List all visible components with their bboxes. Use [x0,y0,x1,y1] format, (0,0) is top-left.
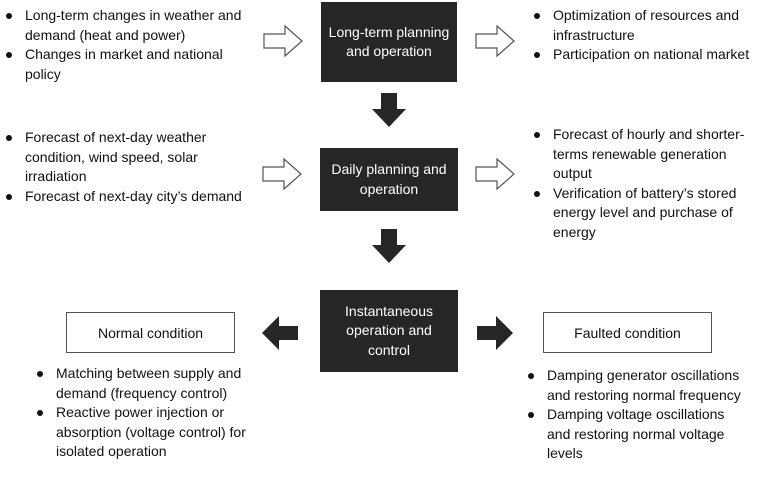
bullet-icon [6,193,12,200]
normal-condition-list: Matching between supply and demand (freq… [35,364,285,462]
bullet-icon [534,13,540,19]
list-item-text: Changes in market and national policy [25,46,223,82]
list-item-text: Damping voltage oscillations and restori… [547,406,725,461]
longterm-inputs-list: Long-term changes in weather and demand … [4,6,254,84]
longterm-planning-label: Long-term planning and operation [328,23,450,60]
list-item: Participation on national market [532,45,764,65]
down-arrow-icon [372,229,406,263]
daily-inputs-list: Forecast of next-day weather condition, … [4,128,252,206]
bullet-icon [528,373,534,379]
bullet-icon [6,52,12,58]
daily-planning-label: Daily planning and operation [331,161,447,197]
longterm-outputs-list: Optimization of resources and infrastruc… [532,6,764,65]
list-item: Changes in market and national policy [4,45,254,84]
right-outline-arrow-icon [263,24,303,58]
list-item: Optimization of resources and infrastruc… [532,6,764,45]
list-item: Damping generator oscillations and resto… [526,366,742,405]
list-item-text: Forecast of hourly and shorter-terms ren… [553,126,745,181]
list-item: Matching between supply and demand (freq… [35,364,285,403]
instantaneous-control-box: Instantaneous operation and control [320,290,458,372]
list-item-text: Reactive power injection or absorption (… [56,404,246,459]
right-arrow-icon [477,316,513,350]
bullet-icon [6,135,12,141]
right-outline-arrow-icon [475,157,515,191]
longterm-planning-box: Long-term planning and operation [321,2,457,82]
daily-outputs-list: Forecast of hourly and shorter-terms ren… [532,125,764,242]
list-item: Forecast of next-day weather condition, … [4,128,252,187]
list-item-text: Matching between supply and demand (freq… [56,365,242,401]
list-item: Forecast of hourly and shorter-terms ren… [532,125,764,184]
list-item-text: Damping generator oscillations and resto… [547,367,741,403]
normal-condition-box: Normal condition [66,312,235,353]
list-item-text: Verification of battery’s stored energy … [553,184,737,240]
bullet-icon [534,190,540,197]
bullet-icon [37,371,43,377]
down-arrow-icon [372,93,406,127]
list-item-text: Long-term changes in weather and demand … [25,7,242,43]
list-item: Long-term changes in weather and demand … [4,6,254,45]
left-arrow-icon [262,316,298,350]
list-item: Damping voltage oscillations and restori… [526,405,742,464]
list-item: Verification of battery’s stored energy … [532,184,764,243]
bullet-icon [37,410,43,416]
bullet-icon [534,132,540,138]
daily-planning-box: Daily planning and operation [320,148,458,211]
list-item: Reactive power injection or absorption (… [35,403,285,462]
list-item-text: Participation on national market [553,46,750,62]
bullet-icon [528,412,534,418]
bullet-icon [6,13,12,19]
list-item: Forecast of next-day city’s demand [4,187,252,207]
right-outline-arrow-icon [262,157,302,191]
right-outline-arrow-icon [475,24,515,58]
faulted-condition-box: Faulted condition [543,312,712,353]
instantaneous-control-label: Instantaneous operation and control [345,302,433,358]
faulted-condition-label: Faulted condition [574,324,681,341]
list-item-text: Forecast of next-day city’s demand [25,187,242,204]
normal-condition-label: Normal condition [97,324,204,341]
list-item-text: Optimization of resources and infrastruc… [553,7,739,43]
faulted-condition-list: Damping generator oscillations and resto… [526,366,742,464]
list-item-text: Forecast of next-day weather condition, … [25,129,207,184]
bullet-icon [534,52,540,58]
